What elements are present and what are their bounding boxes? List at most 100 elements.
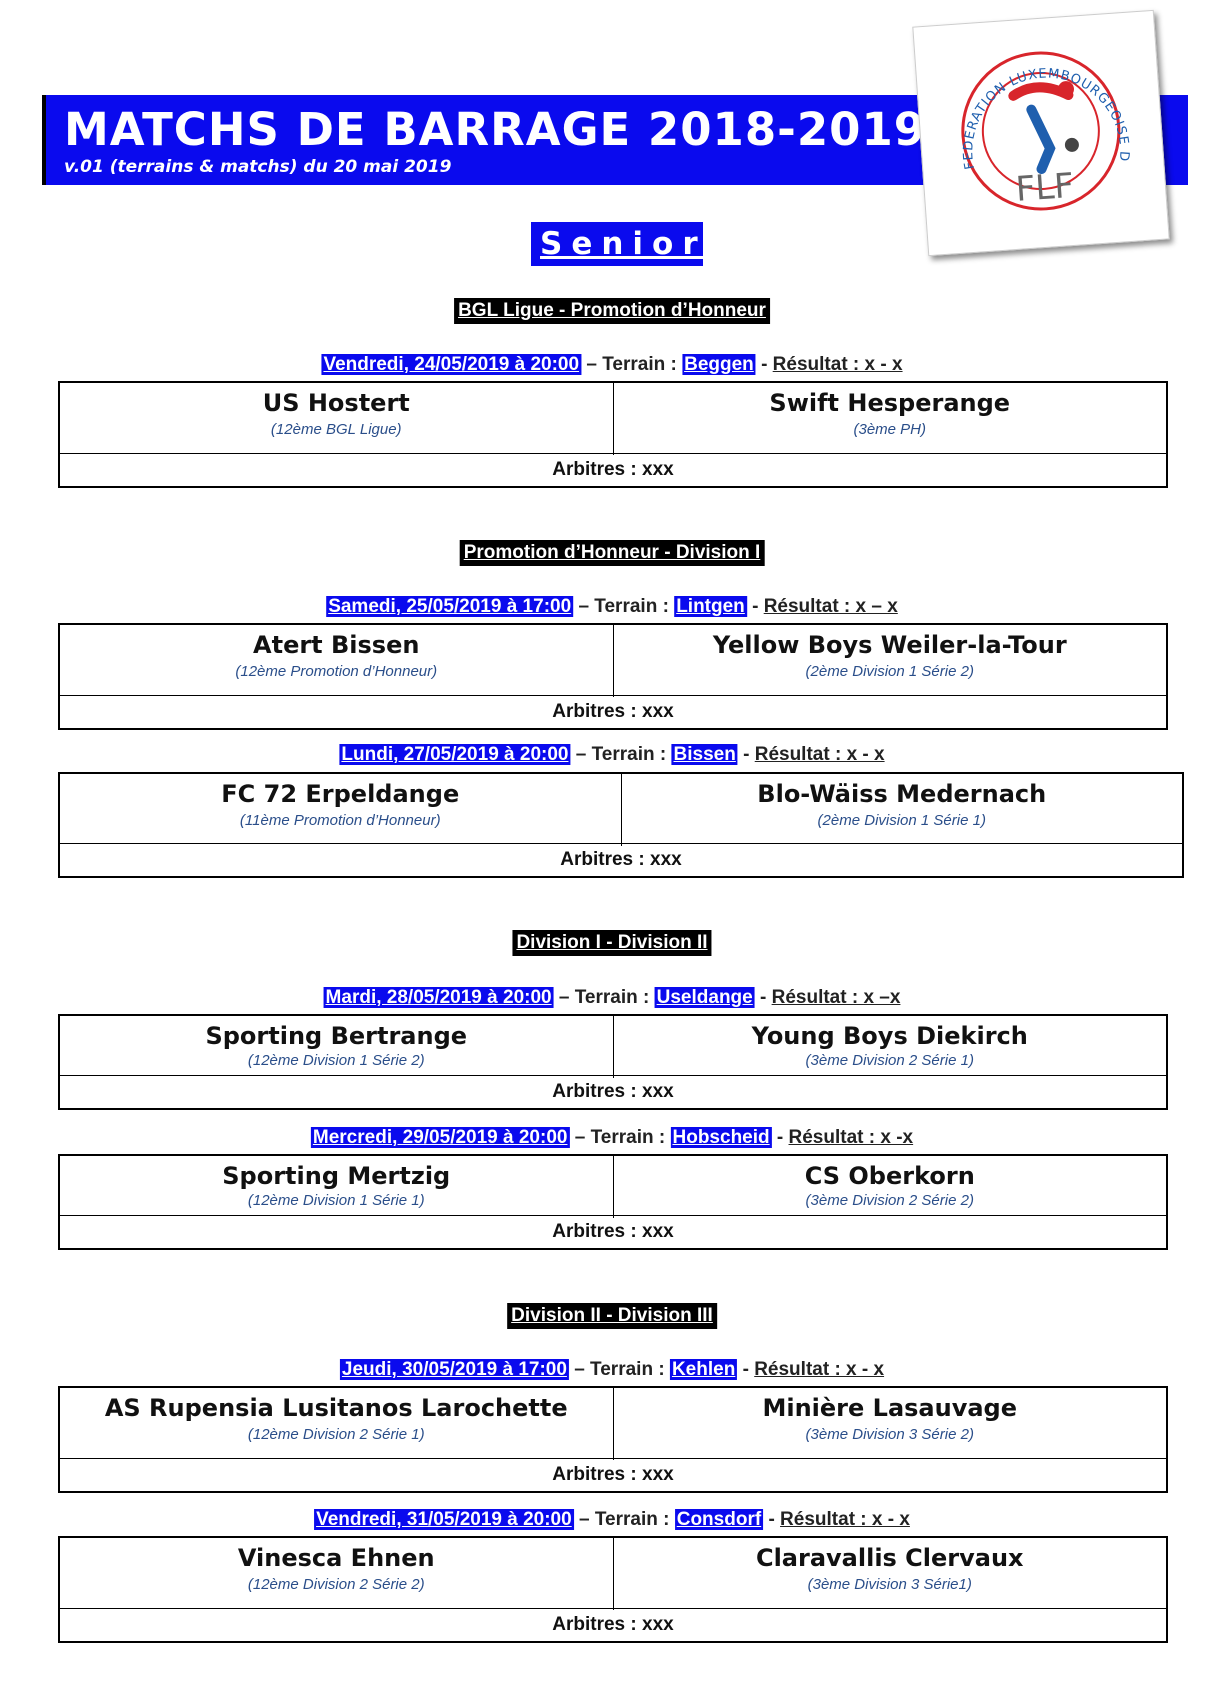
teams-row: Vinesca Ehnen (12ème Division 2 Série 2)… (60, 1538, 1166, 1610)
away-team-info: (2ème Division 1 Série 2) (805, 663, 974, 680)
teams-row: Atert Bissen (12ème Promotion d’Honneur)… (60, 625, 1166, 697)
logo-initials: FLF (1014, 166, 1075, 210)
match-info-line: Mercredi, 29/05/2019 à 20:00 – Terrain :… (310, 1125, 914, 1151)
home-team-cell: Vinesca Ehnen (12ème Division 2 Série 2) (60, 1538, 613, 1610)
away-team-info: (3ème Division 2 Série 2) (805, 1192, 974, 1209)
match-result: Résultat : x - x (780, 1509, 910, 1530)
match-info-line: Lundi, 27/05/2019 à 20:00 – Terrain : Bi… (339, 742, 885, 768)
match-result: Résultat : x - x (754, 1359, 885, 1380)
referees-row: Arbitres : xxx (60, 453, 1166, 486)
match-date: Samedi, 25/05/2019 à 17:00 (326, 596, 574, 617)
match-info-line: Samedi, 25/05/2019 à 17:00 – Terrain : L… (326, 594, 898, 620)
home-team-cell: Atert Bissen (12ème Promotion d’Honneur) (60, 625, 613, 697)
match-table: FC 72 Erpeldange (11ème Promotion d’Honn… (58, 772, 1184, 878)
home-team-cell: FC 72 Erpeldange (11ème Promotion d’Honn… (60, 774, 621, 846)
home-team-cell: Sporting Mertzig (12ème Division 1 Série… (60, 1156, 613, 1218)
match-info-line: Mardi, 28/05/2019 à 20:00 – Terrain : Us… (323, 985, 901, 1011)
home-team-name: US Hostert (262, 389, 410, 417)
home-team-info: (12ème Division 1 Série 2) (247, 1052, 425, 1069)
match-result: Résultat : x - x (754, 744, 885, 765)
section-title: Division II - Division III (507, 1303, 717, 1329)
match-table: Sporting Bertrange (12ème Division 1 Sér… (58, 1014, 1168, 1110)
terrain-label: – Terrain : (586, 354, 677, 375)
result-separator: - (752, 596, 759, 617)
match-table: US Hostert (12ème BGL Ligue) Swift Hespe… (58, 381, 1168, 488)
home-team-info: (12ème Promotion d’Honneur) (235, 663, 438, 680)
away-team-name: Swift Hesperange (769, 389, 1011, 417)
terrain-name: Kehlen (669, 1359, 738, 1380)
away-team-info: (3ème PH) (853, 421, 927, 438)
match-result: Résultat : x –x (771, 987, 901, 1008)
terrain-label: – Terrain : (558, 987, 650, 1008)
referees-row: Arbitres : xxx (60, 1608, 1166, 1641)
match-table: Sporting Mertzig (12ème Division 1 Série… (58, 1154, 1168, 1250)
away-team-cell: Young Boys Diekirch (3ème Division 2 Sér… (612, 1016, 1167, 1078)
result-separator: - (776, 1127, 784, 1148)
match-date: Vendredi, 24/05/2019 à 20:00 (321, 354, 582, 375)
home-team-info: (11ème Promotion d’Honneur) (239, 812, 441, 829)
referees-row: Arbitres : xxx (60, 695, 1166, 728)
away-team-cell: Blo-Wäiss Medernach (2ème Division 1 Sér… (620, 774, 1183, 846)
away-team-cell: CS Oberkorn (3ème Division 2 Série 2) (612, 1156, 1167, 1218)
teams-row: FC 72 Erpeldange (11ème Promotion d’Honn… (60, 774, 1182, 846)
referees-row: Arbitres : xxx (60, 1215, 1166, 1248)
away-team-info: (3ème Division 3 Série1) (807, 1576, 972, 1593)
referees-row: Arbitres : xxx (60, 843, 1182, 876)
match-table: Vinesca Ehnen (12ème Division 2 Série 2)… (58, 1536, 1168, 1643)
match-table: AS Rupensia Lusitanos Larochette (12ème … (58, 1386, 1168, 1493)
match-info-line: Jeudi, 30/05/2019 à 17:00 – Terrain : Ke… (339, 1357, 885, 1383)
home-team-name: Sporting Bertrange (205, 1022, 468, 1050)
away-team-name: Blo-Wäiss Medernach (757, 780, 1047, 808)
home-team-cell: US Hostert (12ème BGL Ligue) (60, 383, 613, 455)
terrain-label: – Terrain : (574, 1359, 665, 1380)
page-subtitle: v.01 (terrains & matchs) du 20 mai 2019 (64, 157, 452, 177)
terrain-name: Hobscheid (670, 1127, 772, 1148)
match-result: Résultat : x - x (772, 354, 903, 375)
home-team-info: (12ème Division 2 Série 1) (247, 1426, 425, 1443)
home-team-info: (12ème Division 1 Série 1) (247, 1192, 425, 1209)
section-title: BGL Ligue - Promotion d’Honneur (454, 298, 770, 324)
match-date: Lundi, 27/05/2019 à 20:00 (339, 744, 571, 765)
terrain-label: – Terrain : (578, 596, 669, 617)
match-date: Mercredi, 29/05/2019 à 20:00 (310, 1127, 570, 1148)
home-team-info: (12ème BGL Ligue) (270, 421, 402, 438)
away-team-name: Yellow Boys Weiler-la-Tour (712, 631, 1067, 659)
away-team-info: (2ème Division 1 Série 1) (817, 812, 986, 829)
result-separator: - (743, 744, 750, 765)
match-result: Résultat : x -x (788, 1127, 914, 1148)
match-table: Atert Bissen (12ème Promotion d’Honneur)… (58, 623, 1168, 730)
home-team-name: FC 72 Erpeldange (221, 780, 460, 808)
home-team-name: Vinesca Ehnen (237, 1544, 435, 1572)
match-info-line: Vendredi, 24/05/2019 à 20:00 – Terrain :… (321, 352, 903, 378)
home-team-info: (12ème Division 2 Série 2) (247, 1576, 425, 1593)
away-team-cell: Yellow Boys Weiler-la-Tour (2ème Divisio… (612, 625, 1167, 697)
away-team-info: (3ème Division 3 Série 2) (805, 1426, 974, 1443)
teams-row: Sporting Bertrange (12ème Division 1 Sér… (60, 1016, 1166, 1078)
result-separator: - (760, 987, 767, 1008)
home-team-cell: Sporting Bertrange (12ème Division 1 Sér… (60, 1016, 613, 1078)
away-team-cell: Claravallis Clervaux (3ème Division 3 Sé… (612, 1538, 1167, 1610)
away-team-cell: Swift Hesperange (3ème PH) (612, 383, 1167, 455)
home-team-name: Sporting Mertzig (222, 1162, 451, 1190)
match-info-line: Vendredi, 31/05/2019 à 20:00 – Terrain :… (314, 1507, 910, 1533)
away-team-info: (3ème Division 2 Série 1) (805, 1052, 974, 1069)
match-date: Mardi, 28/05/2019 à 20:00 (323, 987, 554, 1008)
seniors-heading: Seniors (531, 222, 725, 266)
away-team-cell: Minière Lasauvage (3ème Division 3 Série… (612, 1388, 1167, 1460)
section-title: Division I - Division II (512, 930, 712, 956)
referees-row: Arbitres : xxx (60, 1458, 1166, 1491)
match-date: Jeudi, 30/05/2019 à 17:00 (339, 1359, 569, 1380)
seniors-label: Seniors (540, 226, 735, 262)
away-team-name: Minière Lasauvage (762, 1394, 1018, 1422)
terrain-label: – Terrain : (578, 1509, 670, 1530)
result-separator: - (768, 1509, 775, 1530)
result-separator: - (761, 354, 768, 375)
away-team-name: Claravallis Clervaux (755, 1544, 1024, 1572)
referees-row: Arbitres : xxx (60, 1075, 1166, 1108)
home-team-name: Atert Bissen (253, 631, 420, 659)
away-team-name: Young Boys Diekirch (751, 1022, 1028, 1050)
teams-row: Sporting Mertzig (12ème Division 1 Série… (60, 1156, 1166, 1218)
flf-logo-graphic: FEDERATION LUXEMBOURGEOISE DE FOOTBALL F… (913, 11, 1132, 211)
page-title: MATCHS DE BARRAGE 2018-2019 (64, 103, 927, 156)
home-team-name: AS Rupensia Lusitanos Larochette (104, 1394, 568, 1422)
